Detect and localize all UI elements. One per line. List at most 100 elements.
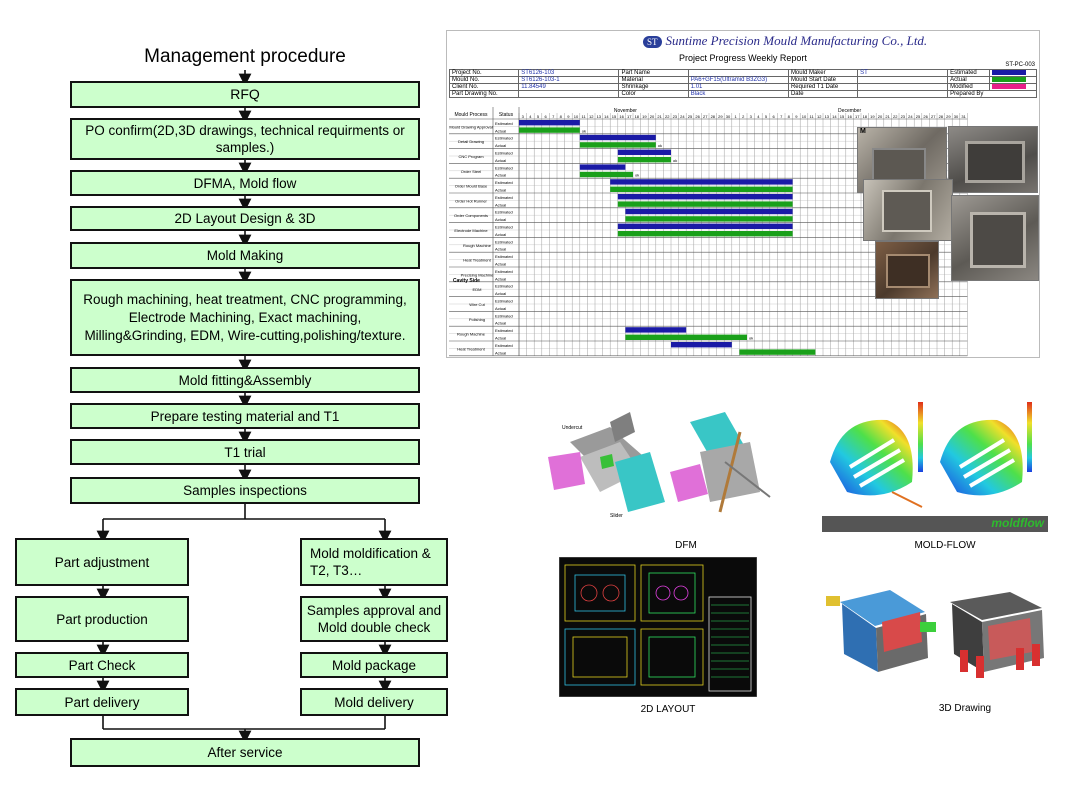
report-title: Project Progress Weekly Report	[679, 53, 807, 63]
gantt-day-label: 1	[734, 114, 737, 119]
gantt-bar-estimated	[625, 208, 793, 215]
gantt-status-estimated: Estimated	[495, 151, 513, 156]
info-project-no-label: Project No.	[448, 68, 520, 78]
info-date-label: Date	[787, 90, 859, 99]
gantt-day-label: 7	[780, 114, 783, 119]
dfm-annot-1: Undercut	[562, 425, 583, 431]
gantt-bar-actual	[519, 127, 580, 133]
gantt-day-label: 14	[832, 114, 837, 119]
legend-actual	[989, 76, 1037, 85]
gantt-status-actual: Actual	[495, 202, 506, 207]
info-actual-label: Actual	[947, 76, 991, 85]
gantt-day-label: 10	[802, 114, 807, 119]
report-info-table: Project No. ST6126-103 Part Name Mould M…	[448, 68, 1037, 99]
gantt-day-label: 24	[908, 114, 913, 119]
step-mold-making: Mold Making	[70, 242, 420, 269]
gantt-day-label: 8	[560, 114, 563, 119]
gantt-bar-actual	[610, 186, 793, 192]
gantt-day-label: 15	[840, 114, 845, 119]
gantt-status-actual: Actual	[495, 217, 506, 222]
gantt-day-label: 16	[847, 114, 852, 119]
gantt-day-label: 30	[726, 114, 731, 119]
gantt-status-estimated: Estimated	[495, 180, 513, 185]
info-mould-maker-label: Mould Maker	[787, 68, 859, 78]
gantt-status-actual: Actual	[495, 262, 506, 267]
gantt-ok-label: ok	[658, 143, 662, 148]
gantt-header-process: Mould Process	[454, 112, 488, 118]
gantt-day-label: 19	[870, 114, 875, 119]
gantt-bar-estimated	[519, 120, 580, 126]
gantt-process-label: Detail Drawing	[458, 139, 484, 144]
step-after-service: After service	[70, 738, 420, 767]
gantt-status-estimated: Estimated	[495, 225, 513, 230]
step-mold-fitting: Mold fitting&Assembly	[70, 367, 420, 393]
gantt-day-label: 20	[650, 114, 655, 119]
gantt-day-label: 19	[642, 114, 647, 119]
gantt-process-label: Precising Machine	[461, 272, 494, 277]
right-mold-package: Mold package	[300, 652, 448, 678]
company-logo-badge: ST	[643, 36, 662, 48]
gantt-ok-label: ok	[749, 336, 753, 341]
gantt-day-label: 26	[923, 114, 928, 119]
gantt-status-actual: Actual	[495, 336, 506, 341]
caption-3d-drawing: 3D Drawing	[938, 703, 992, 714]
info-shrinkage-label: Shrinkage	[618, 83, 689, 92]
gantt-status-actual: Actual	[495, 350, 506, 355]
mold-photo-4-shape	[970, 212, 1026, 268]
step-t1-trial: T1 trial	[70, 439, 420, 465]
gantt-bar-estimated	[671, 342, 732, 348]
gantt-bar-estimated	[579, 164, 626, 170]
gantt-day-label: 22	[665, 114, 670, 119]
gantt-bar-actual	[625, 216, 793, 222]
step-prepare-testing: Prepare testing material and T1	[70, 403, 420, 429]
caption-2d-layout: 2D LAYOUT	[640, 704, 696, 715]
gantt-process-label: Mould Drawing Approval	[449, 124, 492, 129]
step-2d-layout: 2D Layout Design & 3D	[70, 206, 420, 231]
dfm-image: Undercut Slider	[548, 412, 771, 519]
report-code: ST-PC-003	[1005, 62, 1035, 68]
step-dfma: DFMA, Mold flow	[70, 170, 420, 196]
gantt-ok-label: ok	[582, 128, 586, 133]
info-material-label: Material	[618, 76, 689, 85]
gantt-ok-label: ok	[673, 158, 677, 163]
mold-photo-5-shape	[886, 254, 930, 288]
gantt-day-label: 4	[529, 114, 532, 119]
moldflow-image: moldflow	[822, 392, 1048, 540]
info-required-t1	[857, 83, 949, 92]
info-drawing-label: Part Drawing No.	[448, 90, 520, 99]
gantt-day-label: 24	[680, 114, 685, 119]
gantt-day-label: 8	[788, 114, 791, 119]
gantt-day-label: 28	[939, 114, 944, 119]
gantt-status-actual: Actual	[495, 276, 506, 281]
gantt-day-label: 31	[961, 114, 966, 119]
gantt-bar-estimated	[625, 327, 687, 333]
gantt-bar-estimated	[579, 134, 656, 141]
gantt-bar-actual	[579, 171, 633, 178]
gantt-day-label: 18	[635, 114, 640, 119]
gantt-process-label: Order Mould Base	[455, 184, 488, 189]
mold-photo-3-shape	[882, 190, 932, 232]
gantt-day-label: 17	[855, 114, 860, 119]
info-date	[857, 90, 949, 99]
gantt-ok-label: ok	[635, 173, 639, 178]
info-required-t1-label: Required T1 Date	[787, 83, 859, 92]
step-machining: Rough machining, heat treatment, CNC pro…	[70, 279, 420, 356]
info-part-name-label: Part Name	[618, 68, 689, 78]
left-part-adjustment: Part adjustment	[15, 538, 189, 586]
mold-photo-2	[948, 126, 1038, 193]
gantt-day-label: 14	[604, 114, 609, 119]
gantt-process-label: Rough Machine	[463, 243, 492, 248]
gantt-status-estimated: Estimated	[495, 313, 513, 318]
gantt-status-actual: Actual	[495, 158, 506, 163]
info-mould-start-label: Mould Start Date	[787, 76, 859, 85]
moldflow-brand: moldflow	[991, 516, 1044, 530]
gantt-process-label: Rough Machine	[457, 332, 486, 337]
dfm-annot-2: Slider	[610, 513, 623, 519]
gantt-day-label: 13	[597, 114, 602, 119]
gantt-status-actual: Actual	[495, 321, 506, 326]
gantt-process-label: Order Hot Runner	[455, 198, 487, 203]
gantt-status-actual: Actual	[495, 291, 506, 296]
gantt-process-label: Order Components	[454, 213, 488, 218]
gantt-day-label: 9	[795, 114, 798, 119]
gantt-status-estimated: Estimated	[495, 299, 513, 304]
